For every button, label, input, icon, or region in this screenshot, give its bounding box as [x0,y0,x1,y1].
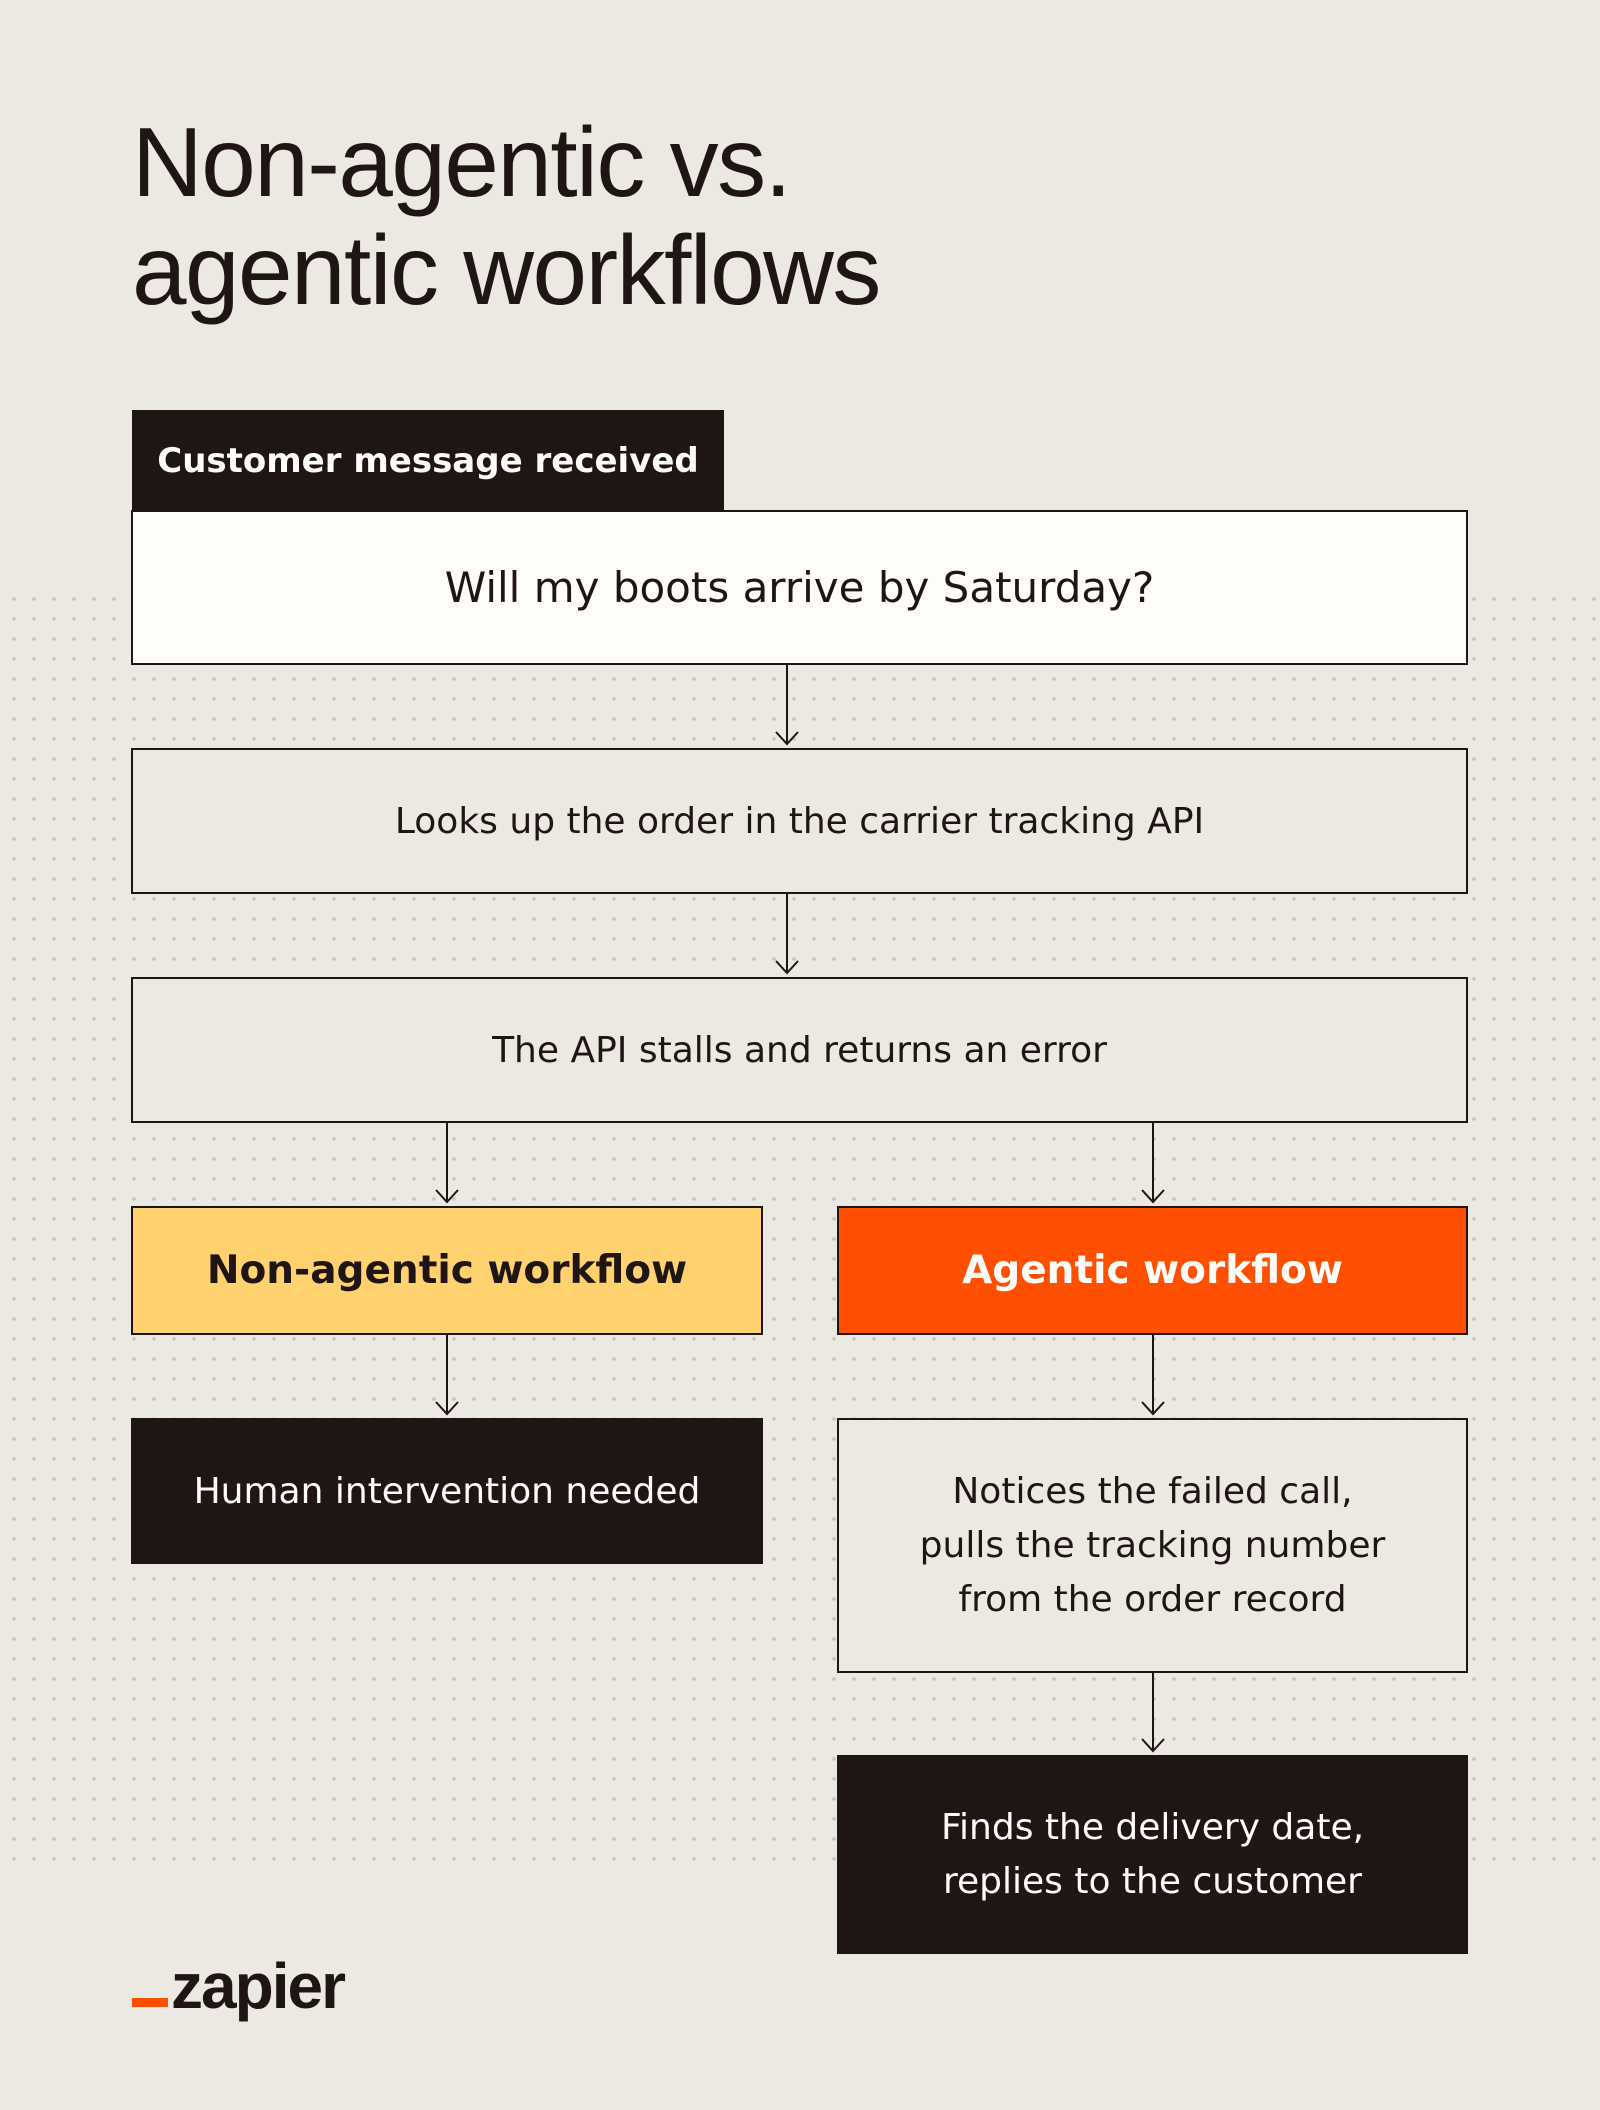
lookup-step-text: Looks up the order in the carrier tracki… [394,800,1205,842]
api-error-step-box: The API stalls and returns an error [131,977,1468,1123]
api-error-step-text: The API stalls and returns an error [492,1029,1107,1071]
customer-question-box: Will my boots arrive by Saturday? [131,510,1468,665]
customer-question-text: Will my boots arrive by Saturday? [444,563,1155,612]
arrow-down-icon [1141,1335,1165,1416]
arrow-down-icon [1141,1673,1165,1753]
human-intervention-text: Human intervention needed [193,1470,701,1512]
agentic-recovery-step-text: Notices the failed call, pulls the track… [919,1470,1386,1620]
page-title: Non-agentic vs. agentic workflows [132,108,1232,324]
agentic-workflow-label: Agentic workflow [962,1248,1343,1293]
arrow-down-icon [775,894,799,975]
zapier-logo: zapier [132,1948,346,2022]
logo-underscore-bar [132,1998,168,2007]
title-line-2: agentic workflows [132,215,881,325]
non-agentic-workflow-label: Non-agentic workflow [206,1248,688,1293]
trigger-tab-label: Customer message received [132,410,724,512]
human-intervention-box: Human intervention needed [131,1418,763,1564]
agentic-outcome-text: Finds the delivery date, replies to the … [940,1806,1365,1902]
lookup-step-box: Looks up the order in the carrier tracki… [131,748,1468,894]
arrow-down-icon [435,1123,459,1204]
agentic-outcome-box: Finds the delivery date, replies to the … [837,1755,1468,1954]
title-line-1: Non-agentic vs. [132,107,792,217]
logo-wordmark: zapier [171,1950,346,2022]
arrow-down-icon [435,1335,459,1416]
agentic-workflow-box: Agentic workflow [837,1206,1468,1335]
agentic-recovery-step-box: Notices the failed call, pulls the track… [837,1418,1468,1673]
arrow-down-icon [775,665,799,746]
non-agentic-workflow-box: Non-agentic workflow [131,1206,763,1335]
arrow-down-icon [1141,1123,1165,1204]
